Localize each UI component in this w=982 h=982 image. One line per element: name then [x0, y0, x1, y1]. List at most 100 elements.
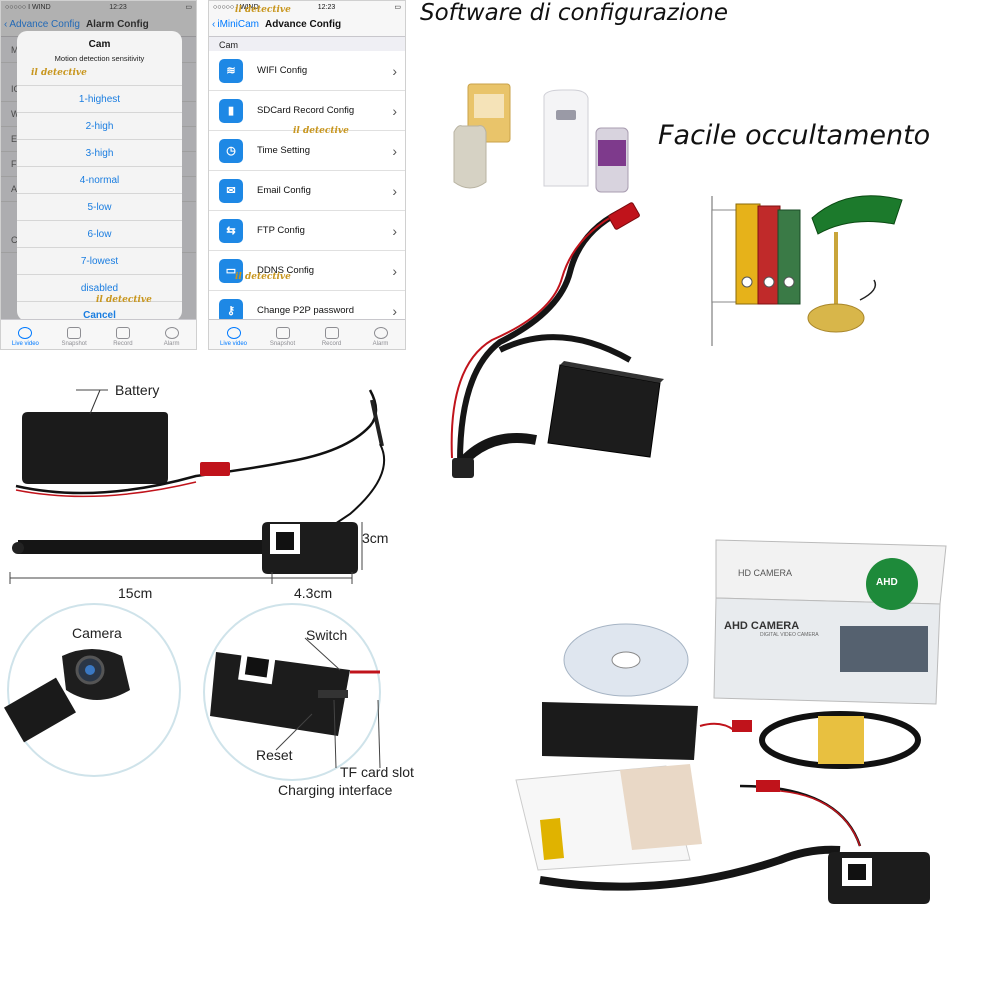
wifi-icon: ≋	[219, 58, 243, 83]
tab-snapshot[interactable]: Snapshot	[258, 320, 307, 349]
ftp-config-row[interactable]: ⇆ FTP Config ›	[209, 211, 405, 251]
option-2-high[interactable]: 2-high	[17, 112, 182, 139]
tab-live-video[interactable]: Live video	[1, 320, 50, 349]
section-header: Cam	[219, 40, 239, 50]
chevron-right-icon: ›	[392, 62, 397, 79]
option-4-normal[interactable]: 4-normal	[17, 166, 182, 193]
battery-icon: ▭	[185, 4, 192, 11]
chevron-right-icon: ›	[392, 182, 397, 199]
alert-icon	[164, 327, 179, 339]
chevron-right-icon: ›	[392, 262, 397, 279]
switch-label: Switch	[306, 627, 348, 643]
alarm-config-screen: ○○○○○ I WIND 12:23 ▭ ‹ Advance Config Al…	[0, 0, 197, 350]
chevron-right-icon: ›	[392, 222, 397, 239]
sdcard-config-row[interactable]: ▮ SDCard Record Config ›	[209, 91, 405, 131]
carrier-label: ○○○○○ I WIND	[5, 3, 51, 11]
option-disabled[interactable]: disabled	[17, 274, 182, 301]
option-1-highest[interactable]: 1-highest	[17, 85, 182, 112]
video-camera-icon	[324, 327, 339, 339]
camera-module-photo	[450, 202, 664, 478]
hiding-headline: Facile occultamento	[658, 120, 931, 151]
module-width-label: 4.3cm	[294, 585, 333, 601]
dialog-title: Cam	[88, 39, 111, 50]
row-label: SDCard Record Config	[257, 105, 355, 116]
box-badge-label: AHD	[876, 577, 898, 588]
live-video-icon	[18, 327, 33, 339]
charging-label: Charging interface	[278, 782, 393, 798]
software-headline: Software di configurazione	[420, 0, 729, 26]
option-3-high[interactable]: 3-high	[17, 139, 182, 166]
option-7-lowest[interactable]: 7-lowest	[17, 247, 182, 274]
tab-bar: Live video Snapshot Record Alarm	[1, 319, 196, 349]
row-label: Time Setting	[257, 145, 310, 156]
box-sub-label: DIGITAL VIDEO CAMERA	[760, 632, 819, 638]
tab-alarm[interactable]: Alarm	[356, 320, 405, 349]
box-product-label: AHD CAMERA	[724, 620, 800, 632]
box-brand-label: HD CAMERA	[738, 568, 793, 578]
option-5-low[interactable]: 5-low	[17, 193, 182, 220]
clock-icon: ◷	[219, 138, 243, 163]
back-button[interactable]: ‹ iMiniCam	[212, 19, 259, 30]
key-icon: ⚷	[219, 298, 243, 323]
email-config-row[interactable]: ✉ Email Config ›	[209, 171, 405, 211]
image-icon	[275, 327, 290, 339]
tab-record[interactable]: Record	[99, 320, 148, 349]
ddns-config-row[interactable]: ▭ DDNS Config ›	[209, 251, 405, 291]
package-photo	[515, 539, 947, 904]
row-label: WIFI Config	[257, 65, 308, 76]
wifi-config-row[interactable]: ≋ WIFI Config ›	[209, 51, 405, 91]
live-video-icon	[226, 327, 241, 339]
page-title: Advance Config	[265, 19, 342, 30]
row-label: Email Config	[257, 185, 311, 196]
option-6-low[interactable]: 6-low	[17, 220, 182, 247]
cancel-button[interactable]: Cancel	[17, 301, 182, 321]
detail-circles	[4, 603, 381, 781]
battery-label: Battery	[115, 382, 160, 398]
clock-label: 12:23	[109, 3, 127, 11]
ftp-icon: ⇆	[219, 218, 243, 243]
watermark: il detective	[96, 295, 152, 305]
binders-lamp-photo	[711, 195, 903, 346]
row-label: DDNS Config	[257, 265, 315, 276]
advance-config-screen: ○○○○○ I WIND 12:23 ▭ ‹ iMiniCam Advance …	[208, 0, 406, 350]
battery-icon: ▭	[394, 4, 401, 11]
envelope-icon: ✉	[219, 178, 243, 203]
back-button[interactable]: ‹ Advance Config	[4, 19, 80, 30]
cable-length-label: 15cm	[118, 585, 153, 601]
page-title: Alarm Config	[85, 19, 149, 30]
chevron-right-icon: ›	[392, 302, 397, 319]
watermark: il detective	[235, 272, 291, 282]
image-icon	[67, 327, 82, 339]
tab-record[interactable]: Record	[307, 320, 356, 349]
camera-label: Camera	[72, 625, 122, 641]
row-label: FTP Config	[257, 225, 305, 236]
device-diagram	[9, 389, 386, 584]
watermark: il detective	[235, 5, 291, 15]
height-label: 3cm	[362, 530, 389, 546]
tab-alarm[interactable]: Alarm	[147, 320, 196, 349]
config-list: ≋ WIFI Config › ▮ SDCard Record Config ›…	[209, 51, 405, 331]
nav-bar: ‹ iMiniCam Advance Config	[209, 13, 405, 37]
chevron-left-icon: ‹	[212, 19, 216, 30]
carrier-label: ○○○○○ I WIND	[213, 3, 259, 11]
tab-snapshot[interactable]: Snapshot	[50, 320, 99, 349]
alert-icon	[373, 327, 388, 339]
time-setting-row[interactable]: ◷ Time Setting ›	[209, 131, 405, 171]
reset-label: Reset	[256, 747, 293, 763]
watermark: il detective	[31, 68, 87, 78]
tab-bar: Live video Snapshot Record Alarm	[209, 319, 405, 349]
tf-slot-label: TF card slot	[340, 764, 414, 780]
video-camera-icon	[115, 327, 130, 339]
tab-live-video[interactable]: Live video	[209, 320, 258, 349]
clock-label: 12:23	[317, 3, 336, 11]
sensitivity-dialog: Cam Motion detection sensitivity 1-highe…	[17, 31, 182, 321]
watermark: il detective	[293, 126, 349, 136]
sdcard-icon: ▮	[219, 98, 243, 123]
monitor-icon: ▭	[219, 258, 243, 283]
status-bar: ○○○○○ I WIND 12:23 ▭	[1, 1, 196, 13]
chevron-right-icon: ›	[392, 142, 397, 159]
chevron-left-icon: ‹	[4, 19, 8, 30]
back-label: Advance Config	[9, 19, 80, 30]
air-freshener-photo	[453, 83, 629, 193]
